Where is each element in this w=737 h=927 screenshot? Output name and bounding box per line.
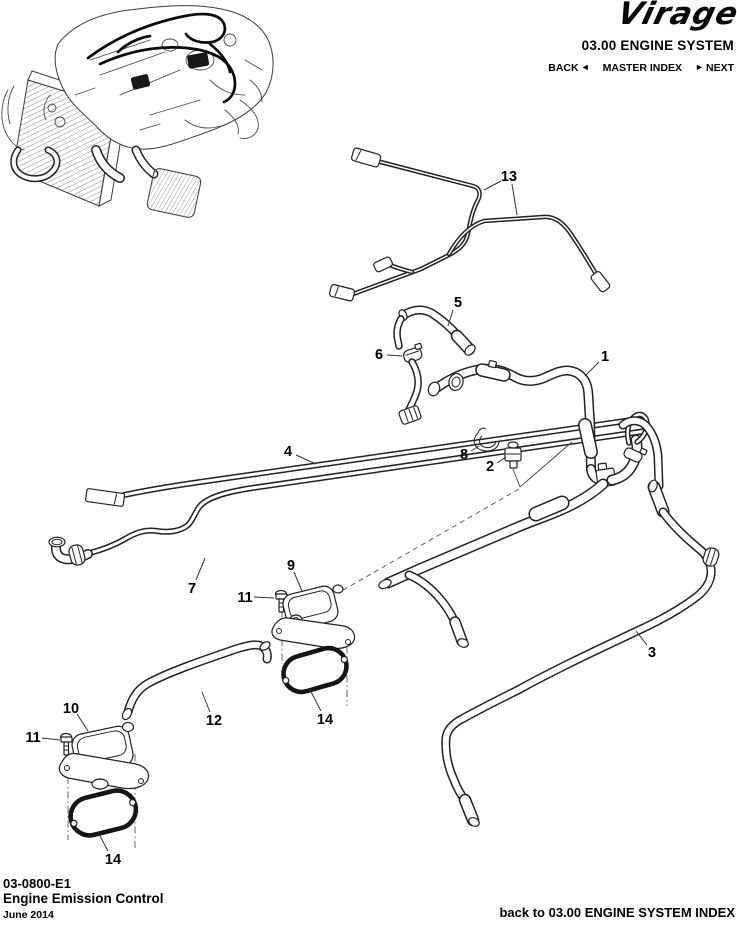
callout-5: 5 (454, 295, 462, 311)
doc-code: 03-0800-E1 (3, 876, 71, 891)
callout-11: 11 (237, 590, 252, 606)
callout-11: 11 (25, 730, 40, 746)
callout-leader-11 (41, 737, 61, 741)
callout-1: 1 (601, 349, 609, 365)
header-nav: BACK ◄ MASTER INDEX ► NEXT (548, 62, 734, 74)
part-5-lower (398, 358, 422, 425)
callout-leader-4 (295, 454, 317, 465)
part-4-pipe (85, 416, 642, 507)
part-7-pipe (48, 428, 649, 566)
callout-leader-13 (511, 183, 518, 216)
part-14-gasket-right (281, 645, 349, 695)
callout-14: 14 (317, 712, 333, 728)
part-11-bolt-right (274, 589, 288, 613)
section-title: 03.00 ENGINE SYSTEM (581, 38, 734, 53)
callout-4: 4 (284, 444, 292, 460)
engine-thumbnail (1, 5, 274, 218)
part-9-separator (271, 584, 356, 695)
part-3-hose (441, 416, 720, 827)
nav-back-link[interactable]: BACK ◄ (548, 62, 589, 74)
part-11-bolt-left (59, 732, 73, 756)
nav-back-label: BACK (548, 62, 579, 74)
part-1-hose (378, 360, 650, 648)
callout-leader-14 (97, 831, 109, 852)
callout-14: 14 (105, 852, 121, 868)
callout-10: 10 (63, 701, 79, 717)
part-8-clip (473, 427, 500, 452)
virage-logo: Virage (613, 0, 737, 32)
callout-leader-8 (470, 445, 480, 452)
callout-leader-6 (386, 354, 403, 357)
callout-7: 7 (188, 581, 196, 597)
nav-next-link[interactable]: ► NEXT (695, 62, 734, 74)
callout-leader-2 (496, 456, 507, 464)
part-10-separator (58, 721, 150, 838)
part-13-harness (328, 147, 611, 302)
callout-3: 3 (648, 645, 656, 661)
callout-leader-11 (253, 596, 275, 599)
doc-title: Engine Emission Control (3, 891, 164, 907)
callout-leader-1 (584, 361, 600, 377)
callout-6: 6 (375, 347, 383, 363)
callout-8: 8 (460, 447, 468, 463)
index-back-link[interactable]: back to 03.00 ENGINE SYSTEM INDEX (499, 905, 735, 920)
callout-leader-10 (76, 713, 89, 732)
footer-doc-info: 03-0800-E1 Engine Emission Control June … (3, 876, 164, 922)
callout-leader-3 (635, 630, 648, 646)
callout-12: 12 (206, 713, 222, 729)
callout-leader-14 (308, 687, 322, 712)
back-arrow-icon: ◄ (580, 62, 590, 72)
parts-diagram (48, 147, 720, 848)
next-arrow-icon: ► (694, 62, 704, 72)
callout-leader-9 (293, 571, 303, 592)
callout-leader-13 (483, 180, 502, 191)
callout-13: 13 (501, 169, 517, 185)
nav-master-index-link[interactable]: MASTER INDEX (602, 62, 682, 74)
part-12-hose (121, 640, 272, 721)
part-2-valve (504, 441, 522, 469)
nav-next-label: NEXT (705, 62, 734, 74)
callout-leader-12 (201, 691, 211, 713)
callout-2: 2 (486, 459, 494, 475)
callout-leader-5 (447, 309, 454, 327)
part-5-hose (393, 305, 476, 356)
doc-date: June 2014 (3, 909, 54, 922)
part-14-gasket-left (68, 788, 139, 838)
callout-9: 9 (287, 558, 295, 574)
callout-leader-7 (195, 557, 206, 581)
